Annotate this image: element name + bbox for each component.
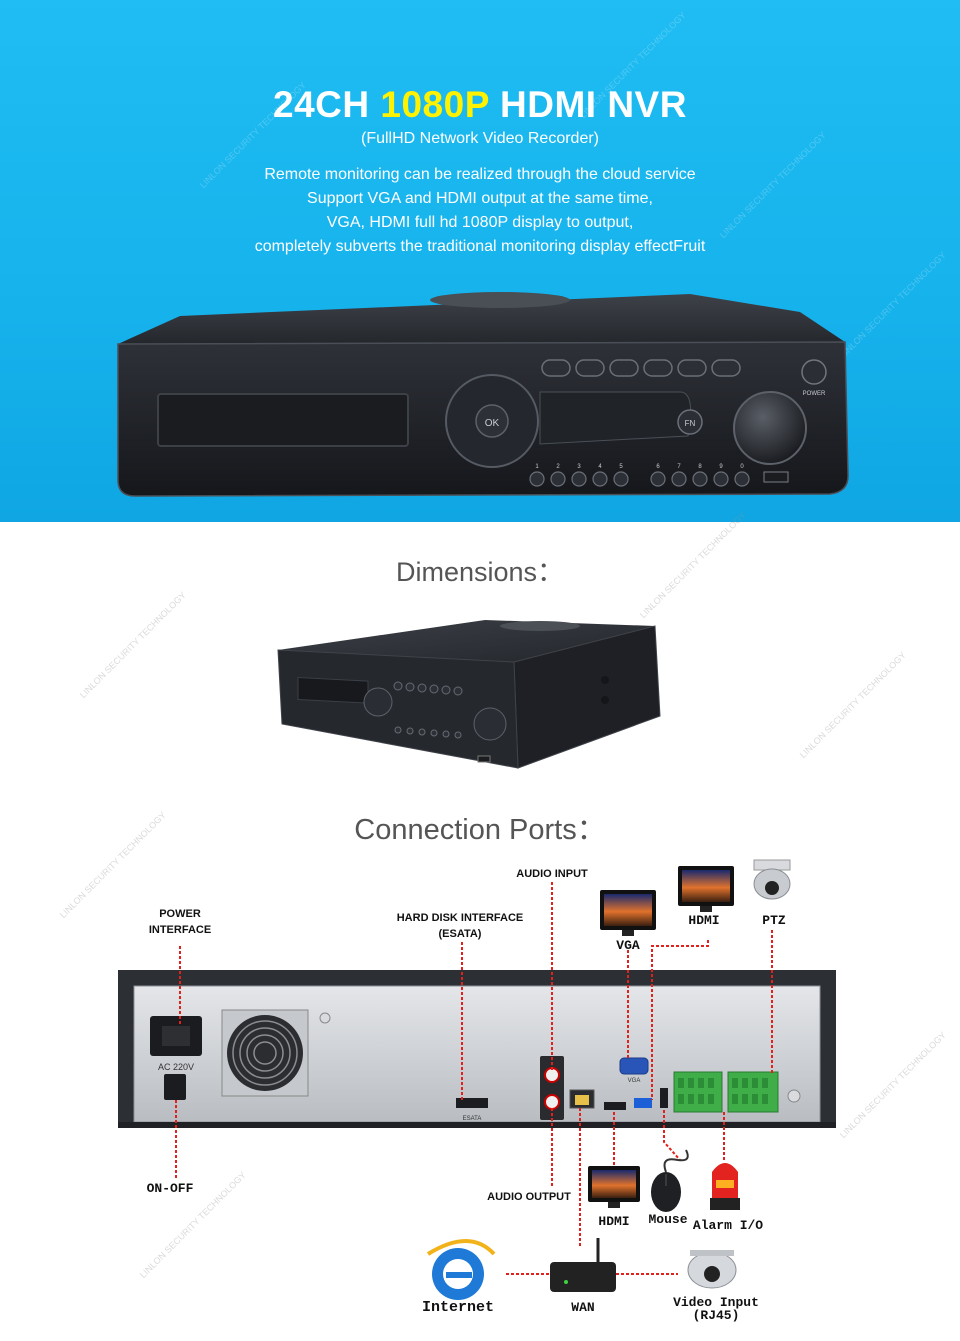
router-icon xyxy=(550,1238,616,1292)
audio-output-label: AUDIO OUTPUT xyxy=(487,1191,571,1203)
esata-port xyxy=(456,1098,488,1108)
hero-line: Support VGA and HDMI output at the same … xyxy=(307,190,653,207)
hdmi-monitor-icon xyxy=(678,866,734,912)
ok-label: OK xyxy=(485,418,500,429)
internet-explorer-icon xyxy=(426,1239,496,1300)
dimensions-title: Dimensions： xyxy=(395,557,565,587)
internet-label: Internet xyxy=(421,1299,494,1316)
wan-label: WAN xyxy=(571,1300,595,1315)
key-label: 4 xyxy=(598,464,602,470)
audio-input-label: AUDIO INPUT xyxy=(516,868,588,880)
hero-subtitle: (FullHD Network Video Recorder) xyxy=(361,130,599,147)
title-highlight: 1080P xyxy=(380,84,490,125)
nvr-front-image: OK FN POWER 1 2 3 4 5 6 7 xyxy=(117,292,849,497)
hdmi-top-label: HDMI xyxy=(688,913,720,928)
ac-label: AC 220V xyxy=(158,1062,194,1072)
rear-panel: AC 220V ESATA VGA xyxy=(118,970,836,1128)
usb-port-2 xyxy=(660,1088,668,1108)
audio-out-jack xyxy=(544,1094,560,1110)
hdmi-port xyxy=(604,1102,626,1110)
mouse-icon xyxy=(651,1149,689,1212)
key-label: 8 xyxy=(698,464,702,470)
ptz-label: PTZ xyxy=(762,913,786,928)
vga-panel-label: VGA xyxy=(628,1078,641,1084)
key-label: 6 xyxy=(656,464,660,470)
ports-title: Connection Ports： xyxy=(354,814,606,846)
key-label: 5 xyxy=(619,464,623,470)
vga-monitor-icon xyxy=(600,890,656,936)
on-off-label: ON-OFF xyxy=(146,1181,194,1196)
key-label: 9 xyxy=(719,464,723,470)
hero-line: completely subverts the traditional moni… xyxy=(254,238,706,255)
watermark: LINLON SECURITY TECHNOLOGY xyxy=(77,589,188,701)
title-prefix: 24CH xyxy=(273,84,381,125)
watermark: LINLON SECURITY TECHNOLOGY xyxy=(797,649,908,761)
vga-label: VGA xyxy=(616,938,640,953)
key-label: 1 xyxy=(535,464,539,470)
fan xyxy=(227,1015,303,1091)
title-suffix: HDMI NVR xyxy=(489,84,687,125)
vga-port xyxy=(619,1057,649,1075)
fn-label: FN xyxy=(685,419,696,428)
hero-line: VGA, HDMI full hd 1080P display to outpu… xyxy=(326,214,634,231)
power-switch xyxy=(164,1074,186,1100)
hdmi-monitor-bottom-icon xyxy=(588,1166,640,1208)
mouse-label: Mouse xyxy=(648,1212,688,1227)
alarm-light-icon xyxy=(710,1163,740,1210)
nvr-angle-image xyxy=(277,620,661,769)
hdmi-bottom-label: HDMI xyxy=(598,1214,630,1229)
hard-disk-label: HARD DISK INTERFACE (ESATA) xyxy=(396,912,524,940)
key-label: 7 xyxy=(677,464,681,470)
power-label: POWER xyxy=(803,391,826,397)
hero-banner: LINLON SECURITY TECHNOLOGY LINLON SECURI… xyxy=(0,0,960,522)
key-label: 3 xyxy=(577,464,581,470)
ip-camera-icon xyxy=(687,1250,737,1289)
connector-lines xyxy=(175,882,773,1275)
video-input-label: Video Input (RJ45) xyxy=(673,1295,759,1323)
alarm-label: Alarm I/O xyxy=(692,1218,764,1233)
hero-title: 24CH 1080P HDMI NVR xyxy=(0,84,960,126)
connection-diagram: AC 220V ESATA VGA xyxy=(118,859,836,1300)
esata-panel-label: ESATA xyxy=(463,1116,482,1122)
usb-port xyxy=(634,1098,652,1108)
ptz-camera-icon xyxy=(753,859,791,900)
hero-line: Remote monitoring can be realized throug… xyxy=(264,166,696,183)
audio-in-jack xyxy=(544,1067,560,1083)
key-label: 0 xyxy=(740,464,744,470)
power-interface-label: POWER INTERFACE xyxy=(148,908,212,936)
key-label: 2 xyxy=(556,464,560,470)
